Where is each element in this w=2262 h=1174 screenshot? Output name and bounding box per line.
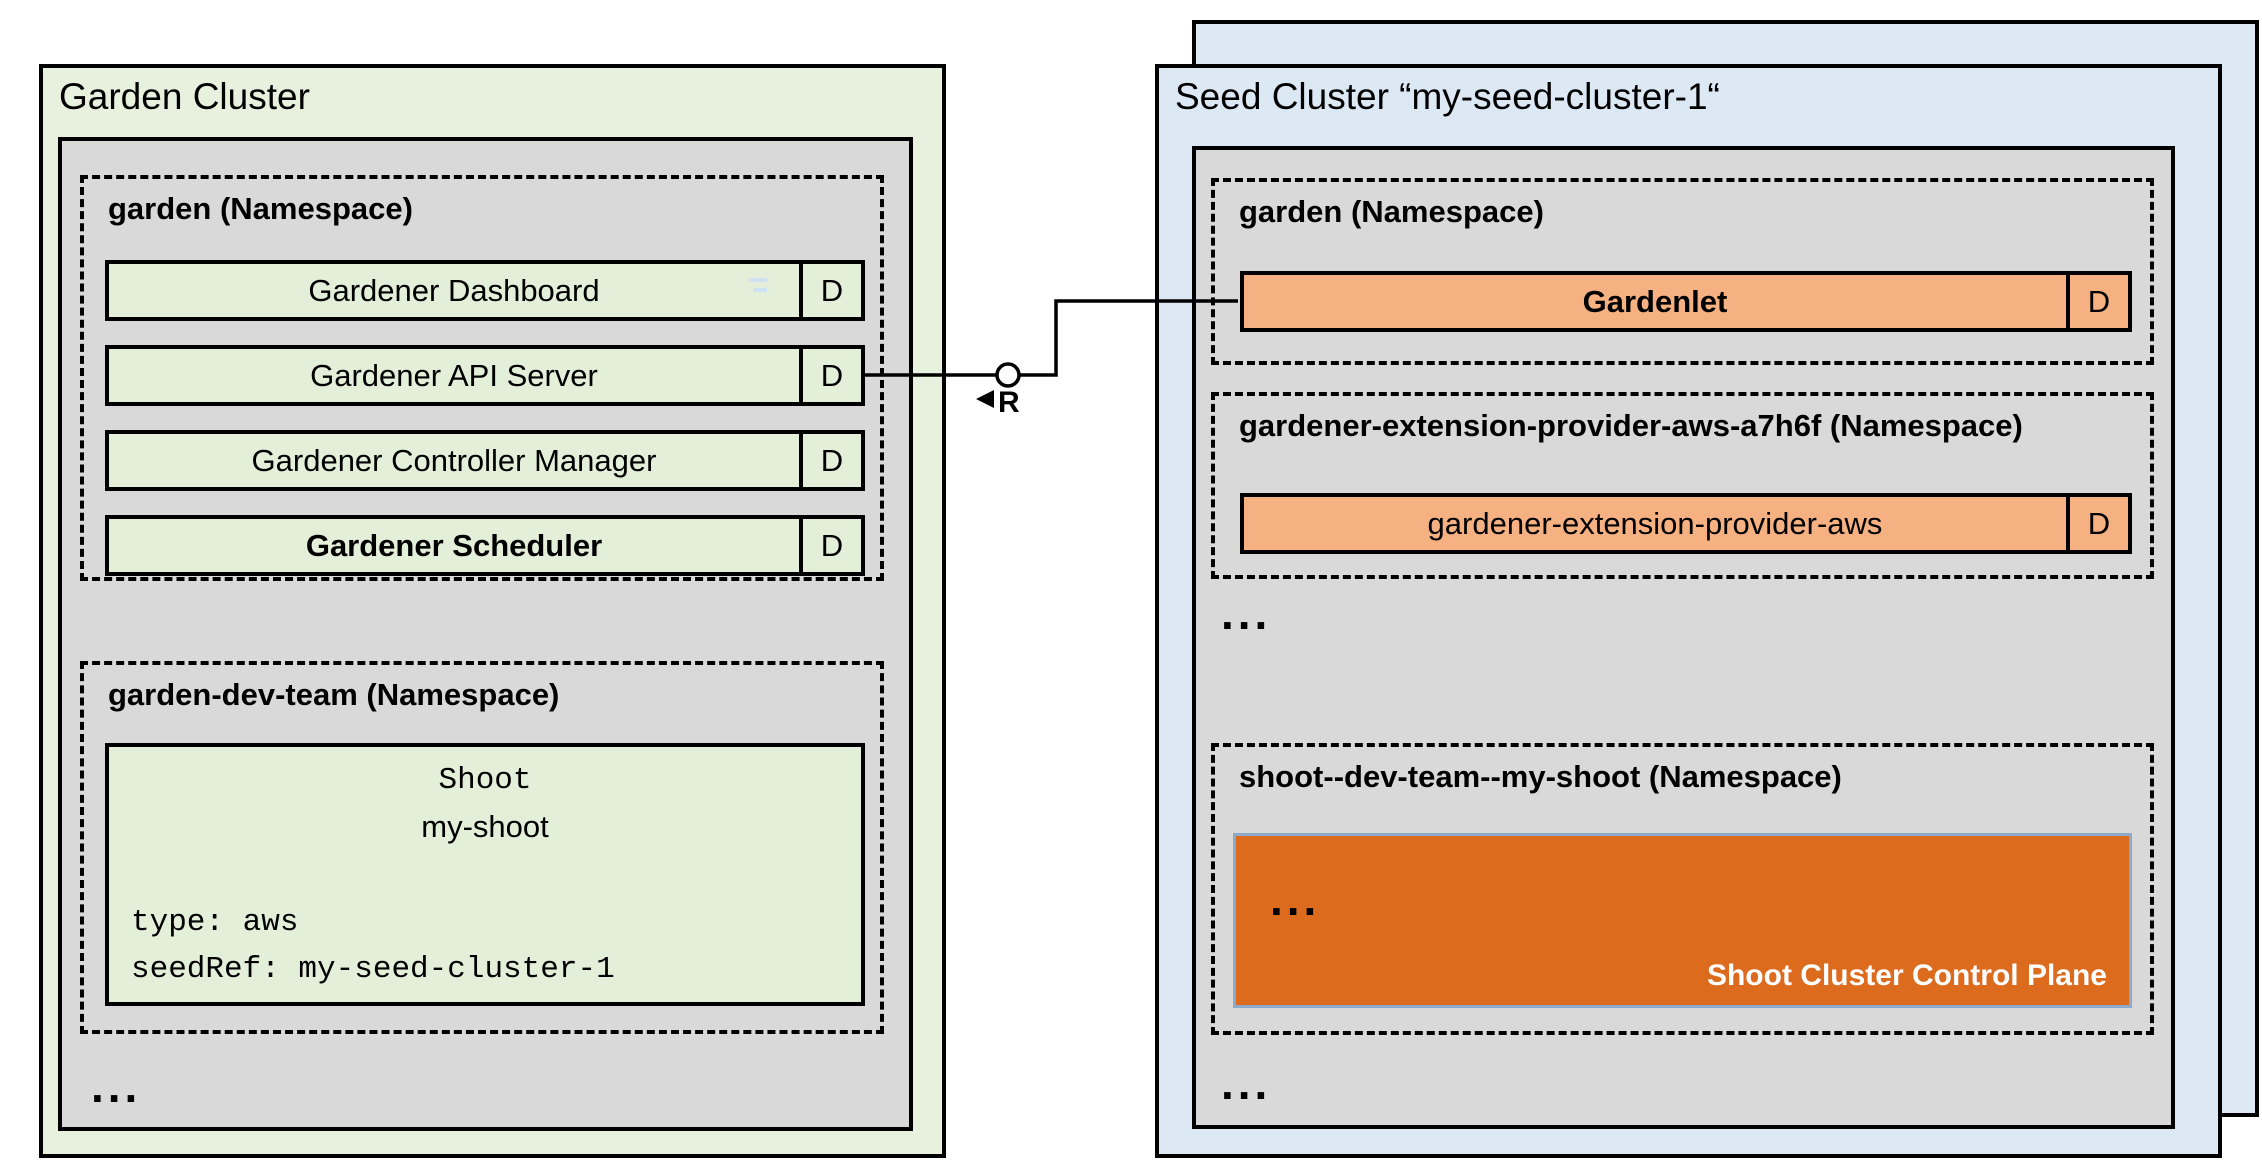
deployment-badge: D xyxy=(799,434,861,487)
required-arrow-icon xyxy=(976,390,994,408)
component-extension-provider-aws: gardener-extension-provider-aws D xyxy=(1240,493,2132,554)
component-gardener-dashboard: Gardener Dashboard D xyxy=(105,260,865,321)
component-label: Gardener Dashboard xyxy=(308,272,600,308)
seed-cluster-title: Seed Cluster “my-seed-cluster-1“ xyxy=(1175,76,1720,117)
control-plane-label: Shoot Cluster Control Plane xyxy=(1706,959,2107,992)
garden-namespace-label: garden (Namespace) xyxy=(108,191,413,226)
seed-cluster-panel: garden (Namespace) Gardenlet D gardener-… xyxy=(1192,146,2175,1129)
component-gardenlet: Gardenlet D xyxy=(1240,271,2132,332)
component-label: Gardener Scheduler xyxy=(305,527,603,563)
seed-cluster-box: Seed Cluster “my-seed-cluster-1“ garden … xyxy=(1155,64,2222,1158)
shoot-resource-box: Shoot my-shoot type: aws seedRef: my-see… xyxy=(105,743,865,1006)
deployment-badge: D xyxy=(799,264,861,317)
dev-team-namespace-label: garden-dev-team (Namespace) xyxy=(108,677,560,712)
shoot-spec-type: type: aws xyxy=(131,905,299,940)
component-label: Gardener API Server xyxy=(310,357,598,393)
extension-namespace-label: gardener-extension-provider-aws-a7h6f (N… xyxy=(1239,408,2023,443)
dev-team-namespace-box: garden-dev-team (Namespace) Shoot my-sho… xyxy=(80,661,884,1034)
artifact-marks xyxy=(749,278,767,292)
component-label: gardener-extension-provider-aws xyxy=(1427,505,1883,541)
garden-cluster-box: Garden Cluster garden (Namespace) Garden… xyxy=(39,64,946,1158)
extension-namespace-box: gardener-extension-provider-aws-a7h6f (N… xyxy=(1211,392,2154,579)
deployment-badge: D xyxy=(799,519,861,572)
deployment-badge: D xyxy=(2066,497,2128,550)
deployment-badge: D xyxy=(799,349,861,402)
garden-namespace-box: garden (Namespace) Gardener Dashboard D … xyxy=(80,175,884,581)
more-namespaces-ellipsis: ... xyxy=(91,1060,142,1112)
seed-garden-namespace-label: garden (Namespace) xyxy=(1239,194,1544,229)
shoot-name-label: my-shoot xyxy=(421,809,549,844)
deployment-badge: D xyxy=(2066,275,2128,328)
garden-cluster-panel: garden (Namespace) Gardener Dashboard D … xyxy=(58,137,913,1131)
more-extensions-ellipsis: ... xyxy=(1221,587,1272,639)
component-label: Gardener Controller Manager xyxy=(251,442,657,478)
provided-interface-circle-icon xyxy=(995,362,1021,388)
shoot-namespace-box: shoot--dev-team--my-shoot (Namespace) ..… xyxy=(1211,743,2154,1035)
shoot-kind-label: Shoot xyxy=(438,763,532,798)
component-label: Gardenlet xyxy=(1582,283,1728,319)
shoot-namespace-label: shoot--dev-team--my-shoot (Namespace) xyxy=(1239,759,1842,794)
component-gardener-scheduler: Gardener Scheduler D xyxy=(105,515,865,576)
more-shoot-namespaces-ellipsis: ... xyxy=(1221,1057,1272,1109)
component-gardener-controller-manager: Gardener Controller Manager D xyxy=(105,430,865,491)
control-plane-ellipsis: ... xyxy=(1270,873,1321,925)
shoot-control-plane-box: ... Shoot Cluster Control Plane xyxy=(1233,833,2132,1008)
connector-label: R xyxy=(998,386,1020,419)
shoot-spec-seedref: seedRef: my-seed-cluster-1 xyxy=(131,952,615,987)
seed-garden-namespace-box: garden (Namespace) Gardenlet D xyxy=(1211,178,2154,365)
component-gardener-api-server: Gardener API Server D xyxy=(105,345,865,406)
garden-cluster-title: Garden Cluster xyxy=(59,76,310,117)
